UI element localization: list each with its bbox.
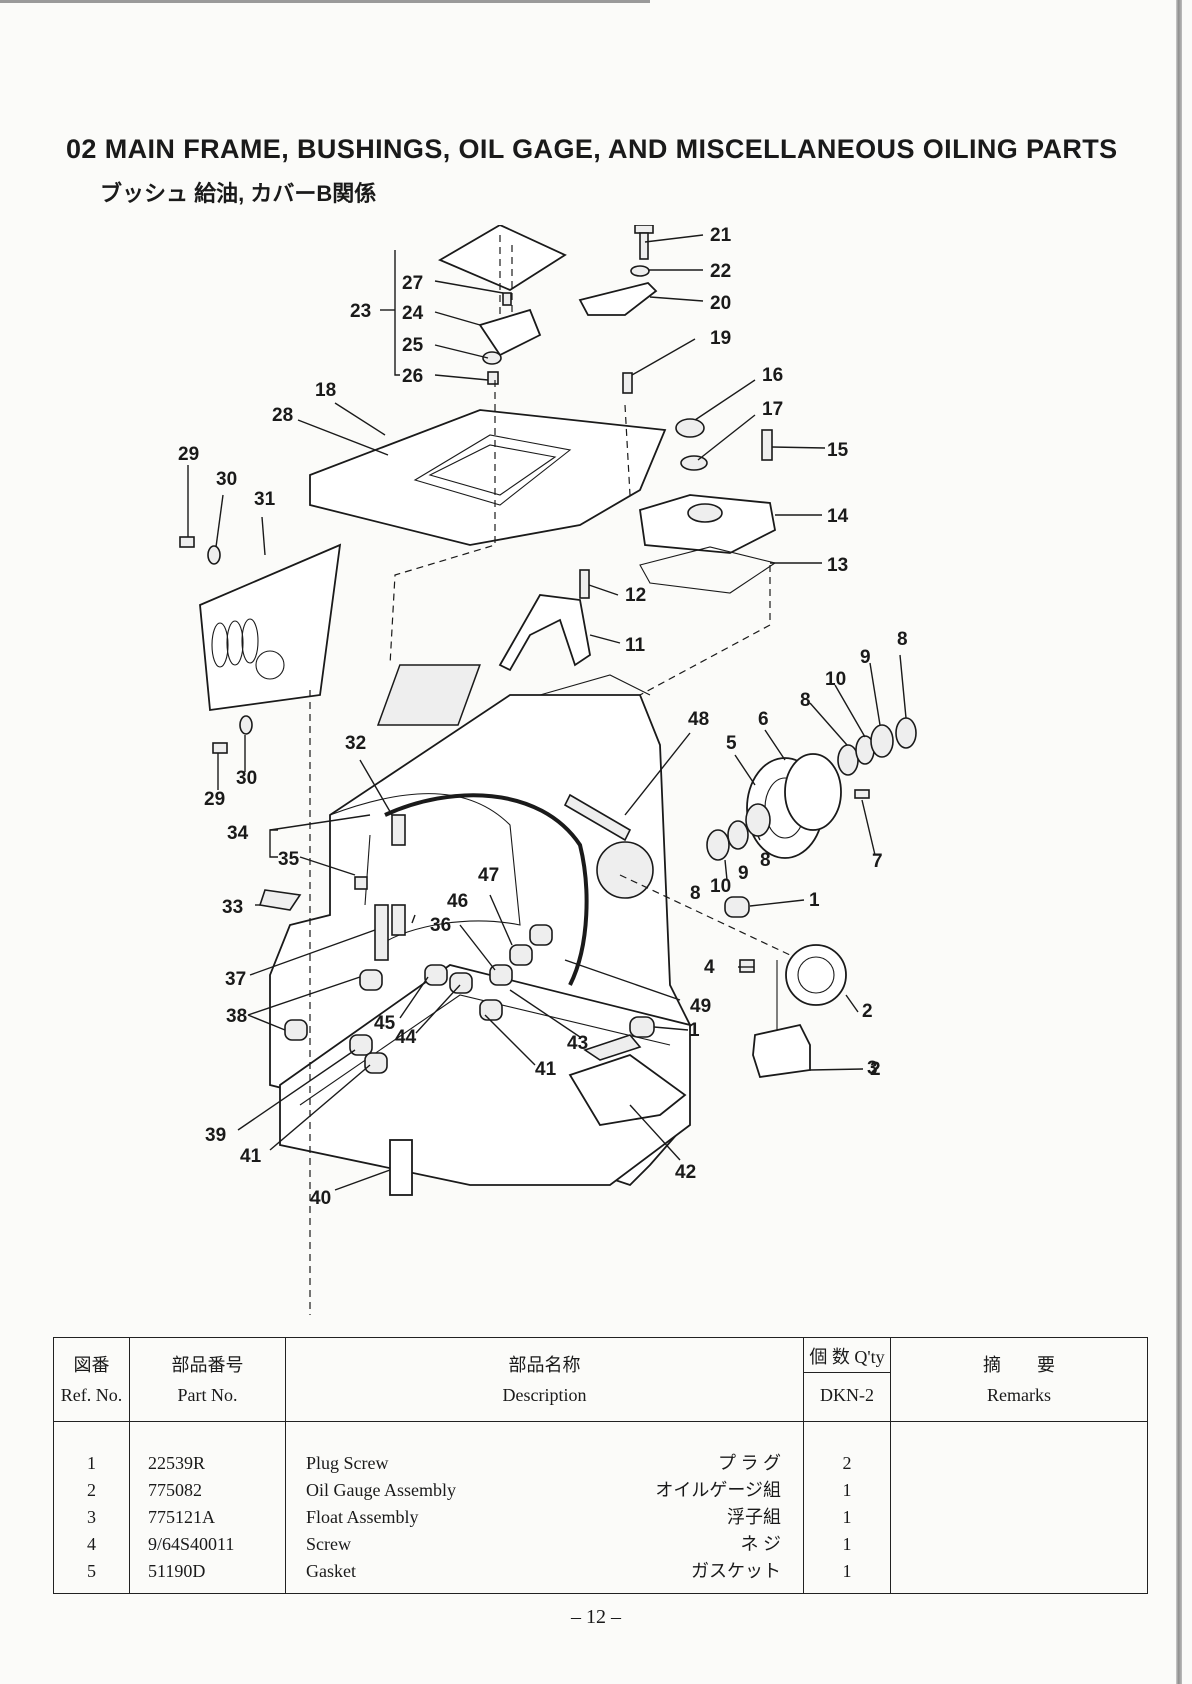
exploded-parts-diagram: 21 22 20 19 16 17 15 14 13 12 11 27 23 2… — [178, 225, 917, 1315]
svg-text:29: 29 — [204, 789, 225, 810]
svg-text:13: 13 — [827, 555, 848, 576]
svg-text:26: 26 — [402, 366, 423, 387]
svg-text:6: 6 — [758, 709, 769, 730]
svg-text:2: 2 — [862, 1001, 873, 1022]
lever — [578, 282, 658, 316]
float — [752, 1023, 811, 1078]
svg-text:40: 40 — [310, 1188, 331, 1209]
callout-labels: 21 22 20 19 16 17 15 14 13 12 11 27 23 2… — [178, 225, 908, 1209]
felt — [389, 1139, 413, 1196]
svg-text:5: 5 — [726, 733, 737, 754]
svg-text:33: 33 — [222, 897, 243, 918]
svg-text:25: 25 — [402, 335, 424, 356]
svg-text:29: 29 — [178, 444, 199, 465]
oil-plate — [568, 1053, 687, 1126]
svg-text:10: 10 — [710, 876, 731, 897]
svg-text:44: 44 — [395, 1027, 417, 1048]
svg-text:17: 17 — [762, 399, 783, 420]
svg-text:38: 38 — [226, 1006, 247, 1027]
svg-text:41: 41 — [535, 1059, 557, 1080]
svg-text:35: 35 — [278, 849, 300, 870]
svg-text:32: 32 — [345, 733, 366, 754]
svg-text:41: 41 — [240, 1146, 262, 1167]
svg-text:21: 21 — [710, 225, 732, 246]
svg-text:34: 34 — [227, 823, 249, 844]
svg-text:8: 8 — [897, 629, 908, 650]
bed-plate — [309, 409, 667, 546]
side-cover — [199, 543, 342, 712]
svg-text:18: 18 — [315, 380, 336, 401]
svg-text:15: 15 — [827, 440, 849, 461]
svg-text:19: 19 — [710, 328, 731, 349]
svg-text:27: 27 — [402, 273, 423, 294]
svg-text:16: 16 — [762, 365, 783, 386]
svg-text:30: 30 — [216, 469, 237, 490]
svg-text:49: 49 — [690, 996, 711, 1017]
svg-text:20: 20 — [710, 293, 731, 314]
svg-text:8: 8 — [760, 850, 771, 871]
svg-text:9: 9 — [860, 647, 871, 668]
svg-text:45: 45 — [374, 1013, 396, 1034]
page-number: – 12 – — [571, 1606, 621, 1628]
svg-text:28: 28 — [272, 405, 293, 426]
svg-text:48: 48 — [688, 709, 709, 730]
svg-text:8: 8 — [800, 690, 811, 711]
svg-text:10: 10 — [825, 669, 846, 690]
svg-text:43: 43 — [567, 1033, 588, 1054]
svg-text:42: 42 — [675, 1162, 696, 1183]
svg-text:23: 23 — [350, 301, 371, 322]
svg-text:24: 24 — [402, 303, 424, 324]
svg-text:46: 46 — [447, 891, 468, 912]
svg-text:39: 39 — [205, 1125, 226, 1146]
svg-text:3: 3 — [867, 1058, 878, 1079]
page-subtitle: ブッシュ 給油, カバーB関係 — [100, 181, 377, 206]
cover-b — [638, 494, 777, 554]
felt-holder — [498, 594, 591, 672]
svg-text:11: 11 — [625, 635, 646, 656]
svg-text:30: 30 — [236, 768, 257, 789]
svg-text:14: 14 — [827, 506, 849, 527]
page-title: 02 MAIN FRAME, BUSHINGS, OIL GAGE, AND M… — [66, 134, 1118, 164]
oil-gauge — [785, 944, 847, 1006]
svg-text:36: 36 — [430, 915, 451, 936]
scan-top-edge — [0, 0, 650, 3]
svg-text:7: 7 — [872, 851, 883, 872]
svg-text:12: 12 — [625, 585, 646, 606]
svg-text:1: 1 — [809, 890, 820, 911]
svg-text:31: 31 — [254, 489, 276, 510]
spring-plate — [478, 308, 542, 357]
svg-text:8: 8 — [690, 883, 701, 904]
svg-text:37: 37 — [225, 969, 246, 990]
top-cover-plate — [438, 225, 567, 292]
svg-text:9: 9 — [738, 863, 749, 884]
oil-pipe — [384, 793, 589, 986]
svg-text:2: 2 — [870, 1059, 881, 1080]
scan-binding-edge — [1176, 0, 1182, 1684]
svg-text:47: 47 — [478, 865, 499, 886]
gasket — [639, 546, 777, 594]
svg-text:4: 4 — [704, 957, 715, 978]
svg-text:22: 22 — [710, 261, 731, 282]
svg-text:1: 1 — [689, 1020, 700, 1041]
header-qty: 個 数 Q'ty DKN-2 — [803, 1337, 891, 1422]
